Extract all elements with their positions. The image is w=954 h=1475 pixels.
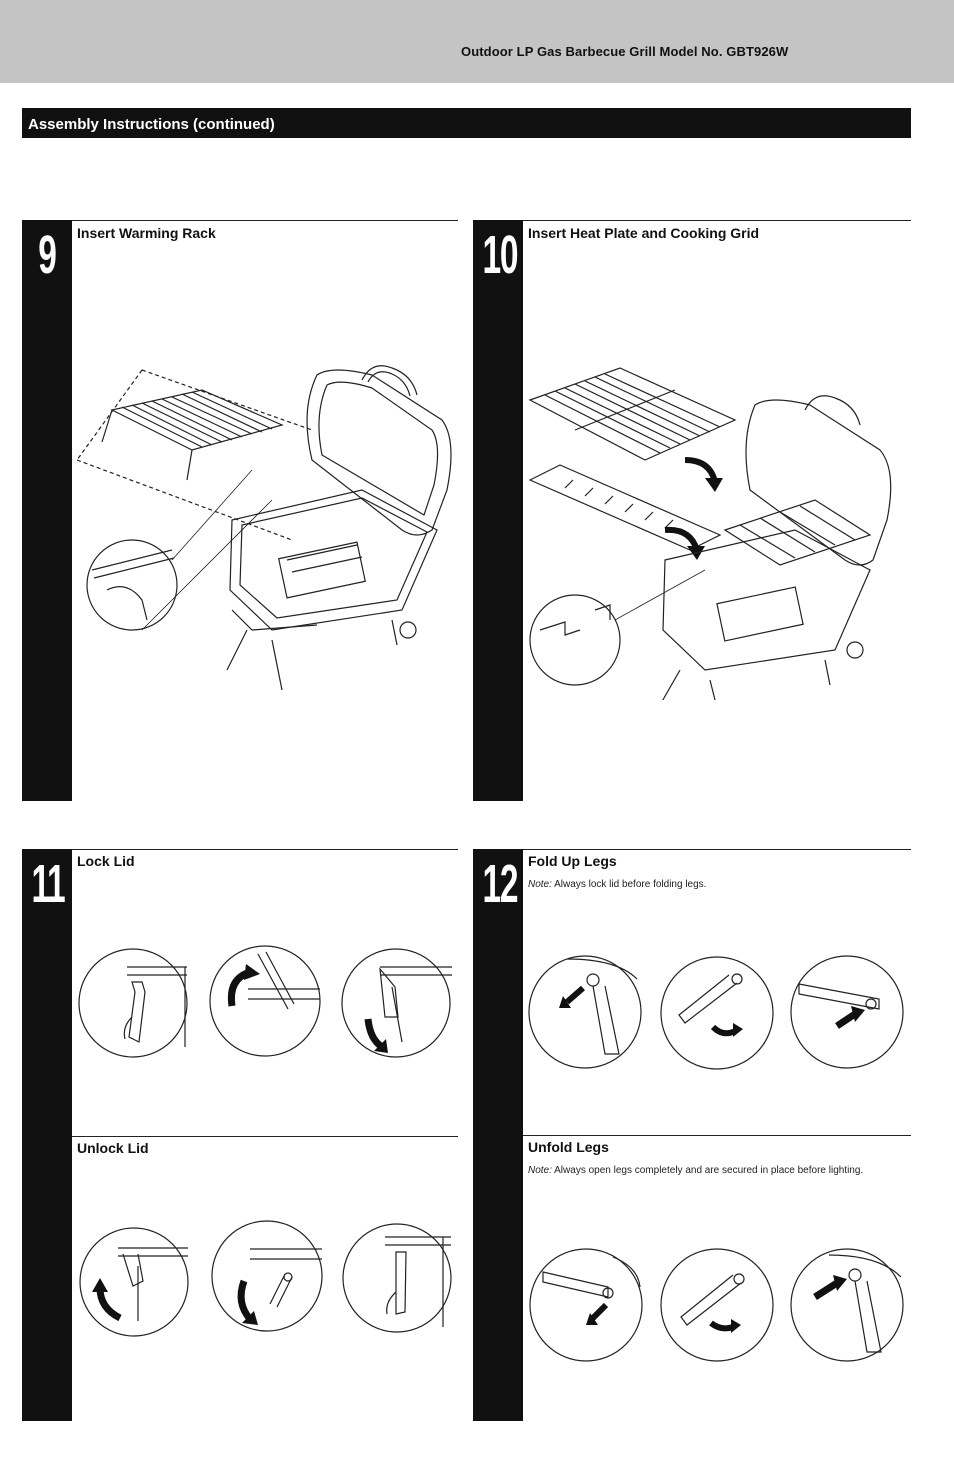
step-number-column: 10 — [473, 220, 523, 801]
arrow-head-icon — [733, 1023, 743, 1037]
curved-arrow-icon — [710, 1024, 737, 1037]
unfold-legs-step-3 — [790, 1248, 904, 1362]
arrow-head-icon — [242, 1311, 258, 1325]
note-text: Always lock lid before folding legs. — [554, 879, 707, 890]
note-label: Note: — [528, 1165, 552, 1176]
section-title: Assembly Instructions (continued) — [28, 116, 275, 133]
arrow-icon — [589, 1302, 609, 1322]
note-label: Note: — [528, 879, 552, 890]
arrow-head-icon — [559, 996, 571, 1008]
step-12: 12 Fold Up Legs Note: Always lock lid be… — [473, 849, 911, 1421]
arrow-head-icon — [374, 1039, 388, 1053]
arrow-head-icon — [586, 1313, 598, 1325]
divider — [72, 849, 458, 850]
fold-legs-step-1 — [528, 955, 642, 1069]
arrow-head-icon — [244, 964, 260, 980]
divider — [72, 1136, 458, 1137]
grill-lid — [306, 365, 452, 536]
installed-grid — [723, 499, 872, 566]
step-number-column: 9 — [22, 220, 72, 801]
arrow-head-icon — [731, 1319, 741, 1333]
step-9: 9 Insert Warming Rack — [22, 220, 458, 801]
arrow-head-icon — [92, 1278, 108, 1292]
heat-plate-illustration — [528, 367, 892, 700]
step-title: Lock Lid — [77, 853, 135, 869]
step-11: 11 Lock Lid Unlock Lid — [22, 849, 458, 1421]
step-title: Insert Warming Rack — [77, 225, 216, 241]
unlock-lid-step-2 — [211, 1220, 323, 1332]
divider — [523, 1135, 911, 1136]
header-bar: Outdoor LP Gas Barbecue Grill Model No. … — [0, 0, 954, 83]
step-sub-note: Note: Always open legs completely and ar… — [528, 1165, 863, 1176]
arrow-icon — [705, 478, 723, 492]
warming-rack-illustration — [76, 365, 452, 691]
divider — [523, 849, 911, 850]
step-subtitle: Unfold Legs — [528, 1139, 609, 1155]
warming-rack — [76, 369, 313, 541]
step-number: 11 — [31, 854, 66, 914]
curved-arrow-icon — [96, 1287, 122, 1322]
arrow-head-icon — [851, 1006, 865, 1022]
step-number-column: 11 — [22, 849, 72, 1421]
lock-lid-step-3 — [341, 948, 452, 1058]
unlock-lid-step-1 — [79, 1227, 189, 1337]
divider — [72, 220, 458, 221]
step-number: 9 — [38, 225, 57, 285]
arrow-head-icon — [833, 1275, 847, 1291]
step-10: 10 Insert Heat Plate and Cooking Grid — [473, 220, 911, 801]
arrow-icon — [813, 1280, 839, 1300]
step-note: Note: Always lock lid before folding leg… — [528, 879, 706, 890]
warming-rack-detail — [86, 469, 273, 631]
curved-arrow-icon — [237, 1279, 253, 1322]
divider — [523, 220, 911, 221]
section-bar: Assembly Instructions (continued) — [22, 108, 911, 138]
step-number-column: 12 — [473, 849, 523, 1421]
heat-plate-detail — [529, 569, 706, 686]
fold-legs-step-2 — [660, 956, 774, 1070]
step-number: 10 — [482, 225, 519, 285]
step-number: 12 — [482, 854, 519, 914]
page-header-title: Outdoor LP Gas Barbecue Grill Model No. … — [461, 44, 789, 59]
grill-lid — [745, 395, 892, 566]
unlock-lid-step-3 — [342, 1223, 452, 1333]
step-subtitle: Unlock Lid — [77, 1140, 149, 1156]
unfold-legs-step-1 — [529, 1248, 643, 1362]
lock-lid-step-1 — [78, 948, 188, 1058]
arrow-icon — [835, 1011, 857, 1029]
grill-body — [226, 489, 438, 691]
curved-arrow-icon — [709, 1320, 734, 1332]
curved-arrow-icon — [364, 1018, 385, 1050]
step-title: Fold Up Legs — [528, 853, 617, 869]
lock-lid-step-2 — [209, 945, 321, 1057]
fold-legs-step-3 — [790, 955, 904, 1069]
heat-plate — [528, 464, 722, 551]
note-text: Always open legs completely and are secu… — [554, 1165, 864, 1176]
unfold-legs-step-2 — [660, 1248, 774, 1362]
arrow-icon — [565, 985, 585, 1005]
step-title: Insert Heat Plate and Cooking Grid — [528, 225, 760, 241]
grill-body — [662, 529, 871, 700]
cooking-grid — [528, 367, 737, 461]
